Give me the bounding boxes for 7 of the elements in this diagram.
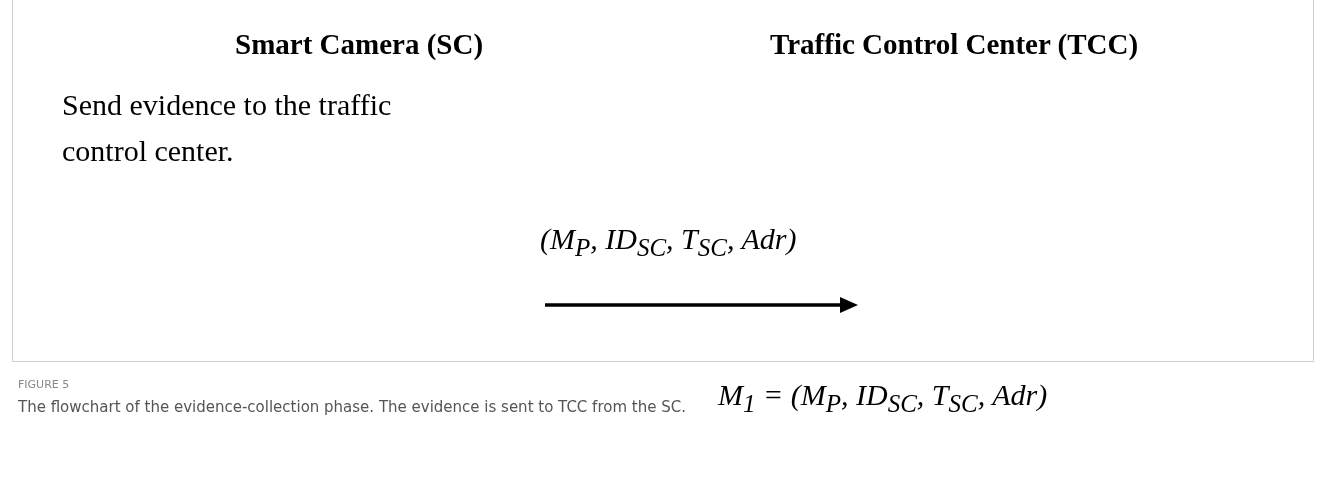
step-description: Send evidence to the traffic control center. xyxy=(62,87,393,169)
figure-caption: The flowchart of the evidence-collection phase. The evidence is sent to TCC from the SC. xyxy=(18,398,686,416)
column-heading: Smart Camera (SC) xyxy=(235,28,484,61)
column-heading: Traffic Control Center (TCC) xyxy=(770,28,1139,61)
message-formula: (M$_{P}$, ID$_{SC}$, T$_{SC}$, Adr) xyxy=(540,222,797,262)
figure-number: FIGURE 5 xyxy=(18,378,70,391)
message-formula: M$_{1}$ = (M$_{P}$, ID$_{SC}$, T$_{SC}$, Adr) xyxy=(718,378,1048,418)
